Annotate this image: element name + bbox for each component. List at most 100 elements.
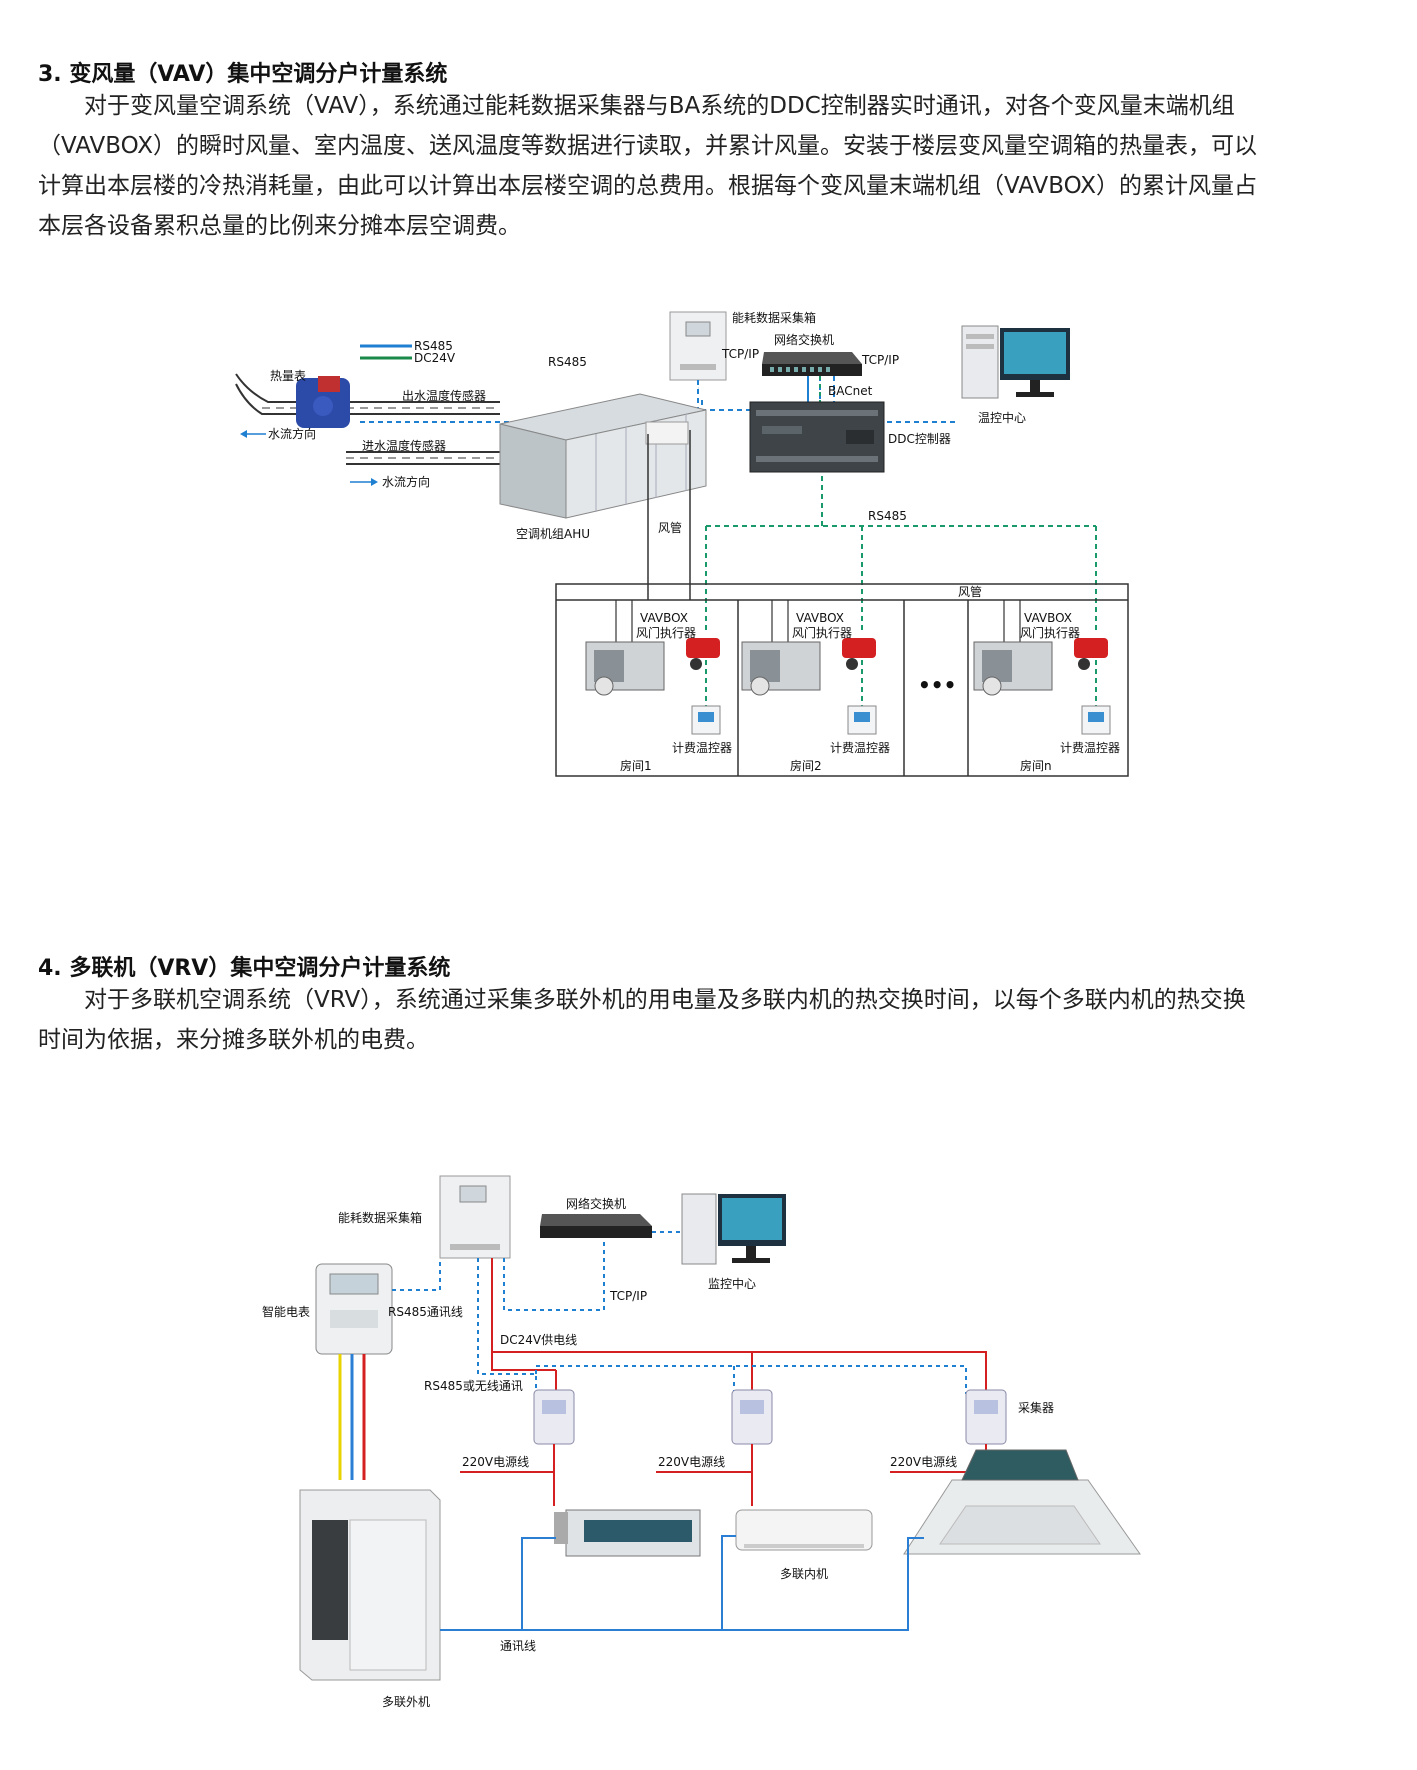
collector-device-3 xyxy=(965,1389,1007,1445)
smart-meter xyxy=(315,1263,393,1355)
control-center-computer xyxy=(961,325,1070,399)
room-label: 房间1 xyxy=(620,758,652,773)
room-label: 房间2 xyxy=(790,758,822,773)
water-pipes xyxy=(235,373,500,465)
outdoor-unit-label: 多联外机 xyxy=(382,1695,430,1709)
ddc-label: DDC控制器 xyxy=(888,432,951,446)
switch-label: 网络交换机 xyxy=(774,332,834,347)
damper-actuator-1 xyxy=(686,638,720,670)
pipe-centerlines xyxy=(262,407,500,459)
monitor-center-label: 监控中心 xyxy=(708,1276,756,1291)
legend-dc24v-label: DC24V xyxy=(414,351,456,365)
section3-heading: 3. 变风量（VAV）集中空调分户计量系统 xyxy=(38,62,448,87)
collector-label: 能耗数据采集箱 xyxy=(732,310,816,325)
energy-collector-box xyxy=(439,1175,511,1259)
thermostat-n-screen xyxy=(1088,712,1104,722)
network-switch xyxy=(540,1214,652,1238)
vavbox-unit-n xyxy=(973,641,1053,696)
rs485-bus-line xyxy=(535,1365,967,1394)
tcpip-line xyxy=(503,1240,605,1311)
section3-paragraph: 对于变风量空调系统（VAV），系统通过能耗数据采集器与BA系统的DDC控制器实时… xyxy=(38,86,1338,246)
heat-meter xyxy=(296,376,350,428)
rs485-mid-label: RS485 xyxy=(868,509,907,523)
comm-line-label: 通讯线 xyxy=(500,1639,536,1653)
indoor-unit-wall xyxy=(735,1509,873,1551)
damper-actuator-n xyxy=(1074,638,1108,670)
monitor-center-computer xyxy=(681,1193,786,1265)
vavbox-label: VAVBOX xyxy=(640,611,688,625)
tcpip-label: TCP/IP xyxy=(609,1289,647,1303)
dc24v-branch xyxy=(491,1352,556,1371)
meter-power-lines xyxy=(338,1354,366,1480)
power-220v-label: 220V电源线 xyxy=(658,1455,725,1469)
thermostat-label: 计费温控器 xyxy=(672,741,732,755)
rs485-wireless-label: RS485或无线通讯 xyxy=(424,1379,523,1393)
paragraph-line: 本层各设备累积总量的比例来分摊本层空调费。 xyxy=(38,213,521,239)
flow-right-label: 水流方向 xyxy=(382,474,430,489)
thermostat-label: 计费温控器 xyxy=(1060,741,1120,755)
floor-box xyxy=(555,583,1129,777)
smart-meter-label: 智能电表 xyxy=(262,1304,310,1319)
actuator-label: 风门执行器 xyxy=(792,625,852,640)
comm-lines xyxy=(440,1535,924,1631)
dc24v-label: DC24V供电线 xyxy=(500,1333,577,1347)
room-dividers xyxy=(737,600,969,776)
room-label: 房间n xyxy=(1020,758,1052,773)
horizontal-duct-label: 风管 xyxy=(958,584,982,599)
ellipsis: ••• xyxy=(918,673,956,697)
section4-paragraph: 对于多联机空调系统（VRV），系统通过采集多联外机的用电量及多联内机的热交换时间… xyxy=(38,980,1338,1060)
paragraph-line: 对于多联机空调系统（VRV），系统通过采集多联外机的用电量及多联内机的热交换时间… xyxy=(38,987,1246,1013)
actuator-label: 风门执行器 xyxy=(636,625,696,640)
ahu-label: 空调机组AHU xyxy=(516,527,590,541)
heat-meter-label: 热量表 xyxy=(270,369,306,383)
collector-device-label: 采集器 xyxy=(1018,1400,1054,1415)
flow-left-label: 水流方向 xyxy=(268,426,316,441)
vertical-duct-label: 风管 xyxy=(658,520,682,535)
thermostat-2-screen xyxy=(854,712,870,722)
bacnet-label: BACnet xyxy=(828,384,873,398)
flow-arrow-left-head xyxy=(240,430,247,438)
power-220v-label: 220V电源线 xyxy=(890,1455,957,1469)
collector-device-1 xyxy=(533,1389,575,1445)
branch-ducts xyxy=(615,600,1021,644)
switch-label: 网络交换机 xyxy=(566,1196,626,1211)
paragraph-line: 计算出本层楼的冷热消耗量，由此可以计算出本层楼空调的总费用。根据每个变风量末端机… xyxy=(38,173,1258,199)
power-220v-label: 220V电源线 xyxy=(462,1455,529,1469)
vav-diagram: 能耗数据采集箱 网络交换机 温控中心 TCP/IP T xyxy=(235,310,1129,777)
vavbox-label: VAVBOX xyxy=(1024,611,1072,625)
thermostat-label: 计费温控器 xyxy=(830,741,890,755)
vavbox-label: VAVBOX xyxy=(796,611,844,625)
control-center-label: 温控中心 xyxy=(978,410,1026,425)
thermostat-1-screen xyxy=(698,712,714,722)
rs485-top-label: RS485 xyxy=(548,355,587,369)
indoor-unit-label: 多联内机 xyxy=(780,1567,828,1581)
vrv-diagram: 能耗数据采集箱 网络交换机 监控中心 TCP/IP 智能电表 RS485通讯线 … xyxy=(262,1175,1141,1709)
legend-rs485-label: RS485 xyxy=(414,339,453,353)
collector-label: 能耗数据采集箱 xyxy=(338,1210,422,1225)
damper-actuator-2 xyxy=(842,638,876,670)
flow-arrow-right-head xyxy=(371,478,378,486)
actuator-label: 风门执行器 xyxy=(1020,625,1080,640)
paragraph-line: （VAVBOX）的瞬时风量、室内温度、送风温度等数据进行读取，并累计风量。安装于… xyxy=(38,133,1258,159)
section4-heading: 4. 多联机（VRV）集中空调分户计量系统 xyxy=(38,956,451,981)
ddc-controller xyxy=(749,401,885,473)
power-220v-lines xyxy=(460,1444,987,1506)
indoor-unit-cassette xyxy=(903,1449,1141,1555)
rs485-bus xyxy=(704,476,1097,706)
inlet-sensor-label: 进水温度传感器 xyxy=(362,438,446,453)
dc24v-line xyxy=(491,1258,987,1390)
thermostat-1 xyxy=(691,705,721,735)
tcpip-right-label: TCP/IP xyxy=(861,353,899,367)
energy-collector-box xyxy=(669,311,727,381)
rs485-meter-line xyxy=(392,1258,441,1291)
rs485-line-label: RS485通讯线 xyxy=(388,1305,463,1319)
outdoor-unit xyxy=(299,1489,441,1681)
paragraph-line: 对于变风量空调系统（VAV），系统通过能耗数据采集器与BA系统的DDC控制器实时… xyxy=(38,93,1235,119)
tcpip-left-label: TCP/IP xyxy=(721,347,759,361)
collector-device-2 xyxy=(731,1389,773,1445)
network-switch xyxy=(762,352,862,376)
paragraph-line: 时间为依据，来分摊多联外机的电费。 xyxy=(38,1027,429,1053)
outlet-sensor-label: 出水温度传感器 xyxy=(402,388,486,403)
vavbox-unit-1 xyxy=(585,641,665,696)
indoor-unit-ducted xyxy=(554,1509,701,1557)
